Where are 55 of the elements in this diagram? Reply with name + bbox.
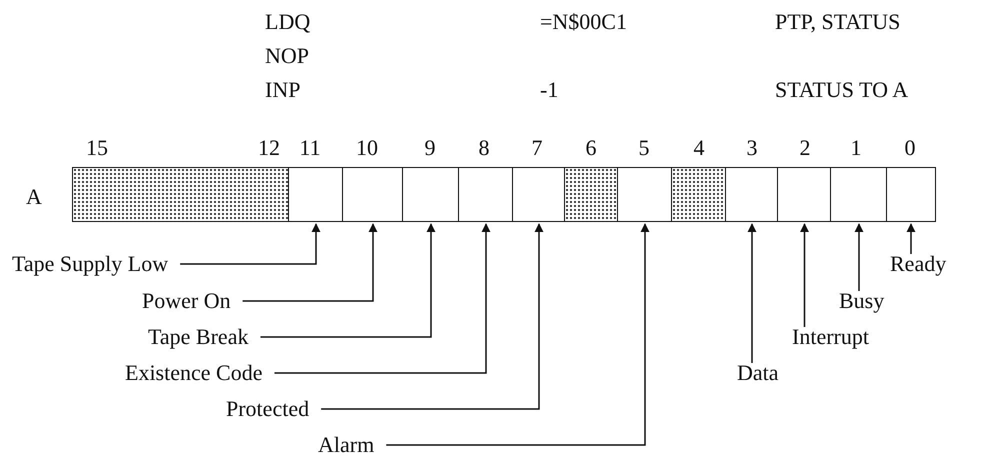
- leader-line: [260, 223, 436, 338]
- status-bit-label: Ready: [890, 252, 946, 276]
- instruction-operand: -1: [540, 78, 558, 102]
- register-bit-cell: [512, 167, 566, 222]
- bit-number: 8: [478, 136, 490, 160]
- status-bit-label: Protected: [226, 397, 310, 421]
- instruction-mnemonic: INP: [265, 78, 300, 102]
- status-bit-label: Busy: [839, 289, 884, 313]
- register-bit-cell: [725, 167, 779, 222]
- instruction-comment: PTP, STATUS: [775, 10, 900, 34]
- bit-number: 3: [746, 136, 758, 160]
- leader-line: [321, 223, 544, 410]
- register-bit-cell: [288, 167, 344, 222]
- bit-number: 5: [638, 136, 650, 160]
- register-bit-cell: [830, 167, 888, 222]
- bit-number: 0: [904, 136, 916, 160]
- bit-number: 1: [850, 136, 862, 160]
- leader-line: [386, 223, 650, 446]
- leader-line: [748, 223, 756, 363]
- status-bit-label: Power On: [142, 289, 231, 313]
- leader-line: [180, 223, 320, 265]
- register-name: A: [26, 185, 42, 209]
- unused-bit-cell: [564, 167, 619, 222]
- status-bit-label: Existence Code: [125, 361, 262, 385]
- bit-number: 2: [800, 136, 810, 160]
- bit-number: 15: [86, 136, 108, 160]
- status-bit-label: Tape Break: [148, 325, 248, 349]
- bit-number: 9: [424, 136, 436, 160]
- instruction-mnemonic: NOP: [265, 44, 310, 68]
- status-bit-label: Interrupt: [792, 325, 869, 349]
- status-bit-label: Data: [737, 361, 779, 385]
- leader-line: [906, 223, 916, 254]
- status-bit-label: Tape Supply Low: [12, 252, 168, 276]
- bit-number: 10: [356, 136, 378, 160]
- unused-bit-cell: [72, 167, 290, 222]
- register-bit-cell: [617, 167, 673, 222]
- register-bit-cell: [777, 167, 832, 222]
- register-bit-cell: [886, 167, 936, 222]
- status-bit-label: Alarm: [318, 433, 374, 456]
- register-bit-cell: [342, 167, 404, 222]
- bit-number: 6: [586, 136, 596, 160]
- unused-bit-cell: [671, 167, 727, 222]
- register-bit-cell: [458, 167, 514, 222]
- bit-number: 11: [299, 136, 321, 160]
- bit-number: 4: [694, 136, 704, 160]
- instruction-comment: STATUS TO A: [775, 78, 908, 102]
- leader-line: [854, 223, 864, 291]
- instruction-mnemonic: LDQ: [265, 10, 310, 34]
- leader-line: [800, 223, 809, 327]
- register-bit-cell: [402, 167, 460, 222]
- bit-number: 7: [532, 136, 542, 160]
- bit-number: 12: [258, 136, 280, 160]
- leader-line: [242, 223, 378, 302]
- leader-line: [274, 223, 490, 374]
- instruction-operand: =N$00C1: [540, 10, 627, 34]
